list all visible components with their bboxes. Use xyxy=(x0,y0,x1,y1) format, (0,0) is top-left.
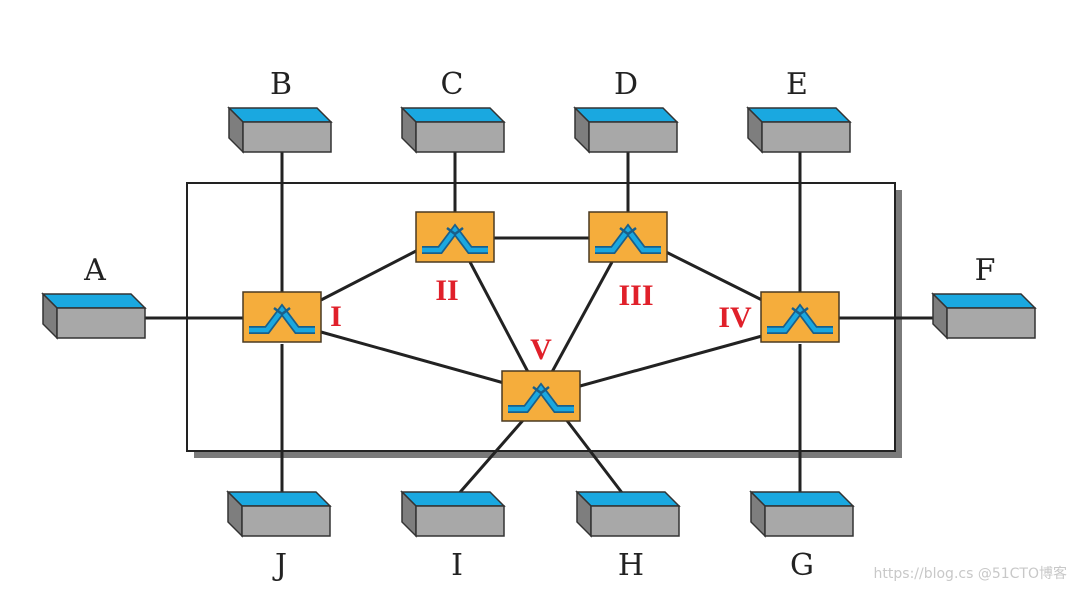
host-label-e: E xyxy=(786,67,808,102)
host-b xyxy=(228,107,332,153)
host-d xyxy=(574,107,678,153)
link-s1-s2 xyxy=(320,248,419,302)
switch-label-1: I xyxy=(330,300,342,333)
host-h xyxy=(576,491,680,537)
links xyxy=(145,152,937,499)
host-c xyxy=(401,107,505,153)
switch-label-2: II xyxy=(435,274,458,307)
link-h-s5 xyxy=(563,417,628,499)
host-a xyxy=(42,293,146,339)
switch-label-3: III xyxy=(618,279,653,312)
link-s3-s5 xyxy=(550,261,614,373)
link-i-s5 xyxy=(453,417,527,499)
switch-4 xyxy=(761,292,839,342)
switch-1 xyxy=(243,292,321,342)
host-e xyxy=(747,107,851,153)
link-s2-s5 xyxy=(468,261,530,373)
host-label-g: G xyxy=(790,548,814,583)
host-f xyxy=(932,293,1036,339)
host-i xyxy=(401,491,505,537)
switch-label-5: V xyxy=(530,333,552,366)
host-label-d: D xyxy=(614,67,638,102)
switch-label-4: IV xyxy=(718,301,752,334)
host-label-b: B xyxy=(270,67,292,102)
host-label-h: H xyxy=(618,548,644,583)
link-s3-s4 xyxy=(665,250,763,302)
host-j xyxy=(227,491,331,537)
host-label-a: A xyxy=(83,253,106,288)
host-label-f: F xyxy=(975,253,996,288)
link-s1-s5 xyxy=(320,330,505,385)
link-s5-s4 xyxy=(579,334,763,388)
switch-3 xyxy=(589,212,667,262)
host-g xyxy=(750,491,854,537)
watermark: https://blog.cs @51CTO博客 xyxy=(874,565,1067,582)
host-label-c: C xyxy=(441,67,464,102)
switch-5 xyxy=(502,371,580,421)
switch-2 xyxy=(416,212,494,262)
host-label-i: I xyxy=(451,548,463,583)
host-label-j: J xyxy=(272,548,287,583)
